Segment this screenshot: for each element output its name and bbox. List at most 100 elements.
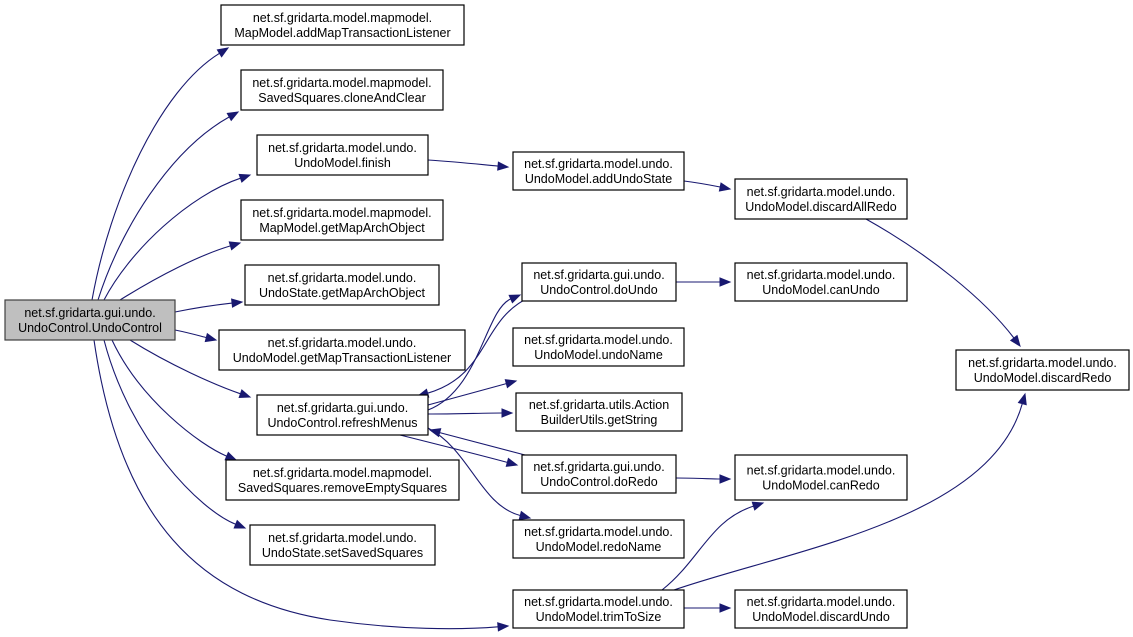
node-label-line1: net.sf.gridarta.model.undo. <box>747 268 896 282</box>
edge-line <box>661 505 754 591</box>
edge-root-to-getMapTransactionListener <box>174 329 218 343</box>
node-addMapTransactionListener[interactable]: net.sf.gridarta.model.mapmodel.MapModel.… <box>220 4 465 46</box>
node-label-line2: UndoControl.refreshMenus <box>267 416 417 430</box>
node-box <box>734 589 908 629</box>
node-getString[interactable]: net.sf.gridarta.utils.ActionBuilderUtils… <box>515 392 683 432</box>
edge-line <box>427 159 499 167</box>
arrowhead-icon <box>501 408 514 418</box>
node-label-line2: UndoModel.discardRedo <box>974 371 1112 385</box>
arrowhead-icon <box>238 173 252 183</box>
node-label-line2: BuilderUtils.getString <box>541 413 658 427</box>
node-label-line1: net.sf.gridarta.gui.undo. <box>24 306 155 320</box>
node-label-line1: net.sf.gridarta.model.undo. <box>524 333 673 347</box>
node-label-line1: net.sf.gridarta.model.undo. <box>747 595 896 609</box>
node-undoStateGetMapArchObject[interactable]: net.sf.gridarta.model.undo.UndoState.get… <box>244 264 440 306</box>
arrowhead-icon <box>497 622 510 632</box>
node-label-line2: UndoModel.undoName <box>534 348 663 362</box>
edge-line <box>91 52 220 301</box>
node-label-line1: net.sf.gridarta.model.mapmodel. <box>252 206 431 220</box>
node-box <box>240 199 444 241</box>
edge-trimToSize-to-discardUndo <box>683 603 732 613</box>
node-box <box>734 454 908 501</box>
arrowhead-icon <box>751 501 765 511</box>
node-box <box>734 262 908 302</box>
node-label-line1: net.sf.gridarta.model.undo. <box>968 356 1117 370</box>
node-label-line2: MapModel.getMapArchObject <box>259 221 425 235</box>
node-box <box>512 327 685 367</box>
node-label-line2: UndoModel.discardAllRedo <box>745 200 897 214</box>
node-box <box>256 394 429 436</box>
node-box <box>249 524 436 566</box>
node-removeEmptySquares[interactable]: net.sf.gridarta.model.mapmodel.SavedSqua… <box>225 459 460 501</box>
edge-line <box>675 477 721 480</box>
node-label-line1: net.sf.gridarta.model.undo. <box>524 157 673 171</box>
arrowhead-icon <box>226 111 240 122</box>
node-box <box>256 134 429 176</box>
edge-root-to-trimToSize <box>93 339 510 632</box>
node-trimToSize[interactable]: net.sf.gridarta.model.undo.UndoModel.tri… <box>512 589 685 629</box>
edge-doUndo-to-canUndo <box>675 277 732 287</box>
node-label-line1: net.sf.gridarta.model.undo. <box>747 185 896 199</box>
arrowhead-icon <box>228 241 242 251</box>
edge-discardAllRedo-to-discardRedo <box>865 218 1021 348</box>
arrowhead-icon <box>1017 392 1027 406</box>
arrowhead-icon <box>508 294 522 304</box>
node-label-line2: SavedSquares.cloneAndClear <box>258 91 425 105</box>
arrowhead-icon <box>719 277 732 287</box>
node-cloneAndClear[interactable]: net.sf.gridarta.model.mapmodel.SavedSqua… <box>240 69 444 111</box>
node-canUndo[interactable]: net.sf.gridarta.model.undo.UndoModel.can… <box>734 262 908 302</box>
node-canRedo[interactable]: net.sf.gridarta.model.undo.UndoModel.can… <box>734 454 908 501</box>
node-mapModelGetMapArchObject[interactable]: net.sf.gridarta.model.mapmodel.MapModel.… <box>240 199 444 241</box>
edge-root-to-mapModelGetMapArchObject <box>119 241 242 301</box>
node-label-line1: net.sf.gridarta.model.mapmodel. <box>253 466 432 480</box>
edge-doRedo-to-refreshMenus <box>428 428 526 456</box>
node-root[interactable]: net.sf.gridarta.gui.undo.UndoControl.Und… <box>4 299 176 341</box>
node-doUndo[interactable]: net.sf.gridarta.gui.undo.UndoControl.doU… <box>521 262 677 302</box>
node-label-line2: UndoModel.canUndo <box>762 283 879 297</box>
node-doRedo[interactable]: net.sf.gridarta.gui.undo.UndoControl.doR… <box>521 454 677 494</box>
node-discardUndo[interactable]: net.sf.gridarta.model.undo.UndoModel.dis… <box>734 589 908 629</box>
edge-trimToSize-to-canRedo <box>661 501 765 591</box>
node-label-line2: UndoState.getMapArchObject <box>259 286 426 300</box>
edge-line <box>673 403 1023 591</box>
node-box <box>521 262 677 302</box>
node-label-line2: UndoControl.doUndo <box>540 283 657 297</box>
node-refreshMenus[interactable]: net.sf.gridarta.gui.undo.UndoControl.ref… <box>256 394 429 436</box>
edge-line <box>427 383 507 406</box>
edge-root-to-cloneAndClear <box>97 111 240 301</box>
node-redoName[interactable]: net.sf.gridarta.model.undo.UndoModel.red… <box>512 519 685 559</box>
node-getMapTransactionListener[interactable]: net.sf.gridarta.model.undo.UndoModel.get… <box>218 329 466 371</box>
node-label-line2: UndoModel.getMapTransactionListener <box>233 351 451 365</box>
node-box <box>734 178 908 220</box>
edge-line <box>865 218 1015 339</box>
node-box <box>225 459 460 501</box>
node-box <box>512 151 685 191</box>
node-label-line2: UndoModel.canRedo <box>762 479 879 493</box>
node-setSavedSquares[interactable]: net.sf.gridarta.model.undo.UndoState.set… <box>249 524 436 566</box>
node-box <box>240 69 444 111</box>
node-label-line2: MapModel.addMapTransactionListener <box>234 26 450 40</box>
node-undoName[interactable]: net.sf.gridarta.model.undo.UndoModel.und… <box>512 327 685 367</box>
edge-trimToSize-to-discardRedo <box>673 392 1027 591</box>
node-label-line1: net.sf.gridarta.model.mapmodel. <box>252 76 431 90</box>
edge-root-to-undoStateGetMapArchObject <box>174 298 244 313</box>
edge-line <box>129 339 241 395</box>
edges-layer <box>91 47 1027 632</box>
arrowhead-icon <box>224 451 238 461</box>
node-discardRedo[interactable]: net.sf.gridarta.model.undo.UndoModel.dis… <box>955 349 1130 391</box>
edge-refreshMenus-to-redoName <box>427 427 532 520</box>
arrowhead-icon <box>719 474 732 484</box>
edge-refreshMenus-to-undoName <box>427 379 518 406</box>
node-label-line1: net.sf.gridarta.model.undo. <box>524 525 673 539</box>
node-discardAllRedo[interactable]: net.sf.gridarta.model.undo.UndoModel.dis… <box>734 178 908 220</box>
node-label-line2: UndoModel.addUndoState <box>525 172 672 186</box>
edge-line <box>439 432 526 456</box>
node-label-line2: UndoModel.redoName <box>536 540 662 554</box>
node-label-line1: net.sf.gridarta.model.undo. <box>268 141 417 155</box>
node-finish[interactable]: net.sf.gridarta.model.undo.UndoModel.fin… <box>256 134 429 176</box>
node-addUndoState[interactable]: net.sf.gridarta.model.undo.UndoModel.add… <box>512 151 685 191</box>
arrowhead-icon <box>216 47 230 58</box>
node-label-line1: net.sf.gridarta.model.undo. <box>747 464 896 478</box>
nodes-layer: net.sf.gridarta.gui.undo.UndoControl.Und… <box>4 4 1130 629</box>
